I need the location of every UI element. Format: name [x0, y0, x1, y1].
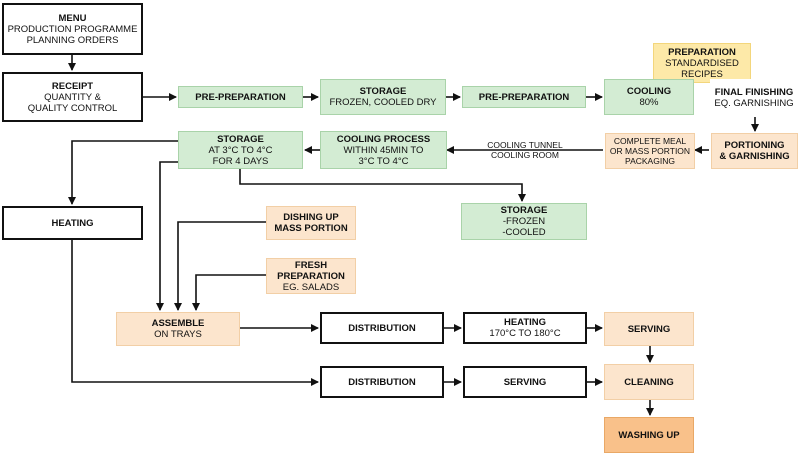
- node-preparation-line2: RECIPES: [681, 68, 723, 80]
- node-preparation: PREPARATION STANDARDISED RECIPES: [653, 43, 751, 83]
- edge-storage-assemble: [156, 161, 178, 311]
- node-final-finishing: FINAL FINISHING EQ. GARNISHING: [710, 79, 798, 117]
- node-fresh-prep-line2: EG. SALADS: [282, 281, 340, 293]
- node-pre-preparation-1: PRE-PREPARATION: [178, 86, 303, 108]
- node-portioning-title: PORTIONING: [724, 140, 785, 151]
- node-portioning: PORTIONING & GARNISHING: [711, 133, 798, 169]
- node-portioning-line1: & GARNISHING: [719, 151, 790, 162]
- node-storage-days-line2: FOR 4 DAYS: [212, 155, 269, 167]
- node-menu-line2: PLANNING ORDERS: [26, 34, 119, 46]
- node-cleaning: CLEANING: [604, 364, 694, 400]
- node-cooling-process-line1: WITHIN 45MIN TO: [343, 144, 424, 156]
- node-storage-frozen: STORAGE FROZEN, COOLED DRY: [320, 79, 446, 115]
- node-complete-meal: COMPLETE MEAL OR MASS PORTION PACKAGING: [605, 133, 695, 169]
- node-serving-2: SERVING: [463, 366, 587, 398]
- node-distribution-2-title: DISTRIBUTION: [348, 376, 416, 388]
- edge-storage-storagefc: [239, 168, 526, 202]
- node-storage-days: STORAGE AT 3°C TO 4°C FOR 4 DAYS: [178, 131, 303, 169]
- node-complete-meal-line2: OR MASS PORTION: [609, 146, 691, 156]
- node-fresh-prep: FRESH PREPARATION EG. SALADS: [266, 258, 356, 294]
- node-fresh-prep-line1: PREPARATION: [277, 270, 345, 282]
- node-complete-meal-line1: COMPLETE MEAL: [613, 136, 687, 146]
- node-assemble: ASSEMBLE ON TRAYS: [116, 312, 240, 346]
- node-serving-2-title: SERVING: [503, 376, 547, 388]
- node-heating-temp: HEATING 170°C TO 180°C: [463, 312, 587, 344]
- edge-dishing-assemble: [174, 221, 266, 311]
- node-preparation-line1: STANDARDISED: [665, 57, 739, 69]
- node-cooling-line1: 80%: [639, 97, 659, 108]
- node-preparation-title: PREPARATION: [668, 46, 736, 58]
- node-receipt-title: RECEIPT: [51, 80, 94, 92]
- node-assemble-line1: ON TRAYS: [154, 329, 202, 340]
- node-complete-meal-line3: PACKAGING: [625, 156, 675, 166]
- node-dishing-up-title: DISHING UP: [283, 212, 339, 223]
- node-heating-left: HEATING: [2, 206, 143, 240]
- node-dishing-up: DISHING UP MASS PORTION: [266, 206, 356, 240]
- node-menu: MENU PRODUCTION PROGRAMME PLANNING ORDER…: [2, 3, 143, 55]
- edge-label-line1: COOLING TUNNEL: [487, 140, 563, 150]
- node-storage-frozen-line1: FROZEN, COOLED DRY: [329, 97, 437, 108]
- node-washing-up: WASHING UP: [604, 417, 694, 453]
- node-distribution-2: DISTRIBUTION: [320, 366, 444, 398]
- edge-storage-heating: [68, 140, 178, 205]
- node-cooling: COOLING 80%: [604, 79, 694, 115]
- node-serving-1: SERVING: [604, 312, 694, 346]
- node-pre-preparation-1-title: PRE-PREPARATION: [195, 91, 286, 103]
- node-storage-days-title: STORAGE: [217, 133, 264, 145]
- node-final-finishing-line1: EQ. GARNISHING: [714, 98, 794, 109]
- node-washing-up-title: WASHING UP: [618, 429, 680, 441]
- node-serving-1-title: SERVING: [627, 323, 671, 335]
- edge-fresh-assemble: [192, 274, 266, 311]
- node-menu-line1: PRODUCTION PROGRAMME: [7, 23, 138, 35]
- node-cooling-title: COOLING: [626, 86, 672, 97]
- node-receipt-line2: QUALITY CONTROL: [27, 102, 118, 114]
- edge-heating-distribution2: [71, 240, 319, 386]
- node-heating-temp-title: HEATING: [503, 317, 547, 328]
- node-receipt: RECEIPT QUANTITY & QUALITY CONTROL: [2, 72, 143, 122]
- node-final-finishing-title: FINAL FINISHING: [714, 87, 794, 98]
- node-menu-title: MENU: [58, 12, 87, 24]
- node-heating-left-title: HEATING: [51, 217, 94, 229]
- node-cleaning-title: CLEANING: [624, 376, 674, 388]
- node-storage-fc: STORAGE -FROZEN -COOLED: [461, 203, 587, 240]
- node-heating-temp-line1: 170°C TO 180°C: [489, 328, 561, 339]
- node-storage-fc-title: STORAGE: [500, 205, 548, 216]
- node-receipt-line1: QUANTITY &: [44, 91, 101, 103]
- node-pre-preparation-2: PRE-PREPARATION: [462, 86, 586, 108]
- edge-label-line2: COOLING ROOM: [490, 150, 559, 160]
- node-distribution-1: DISTRIBUTION: [320, 312, 444, 344]
- node-storage-fc-line1: -FROZEN: [502, 216, 546, 227]
- node-pre-preparation-2-title: PRE-PREPARATION: [478, 91, 570, 103]
- node-cooling-process: COOLING PROCESS WITHIN 45MIN TO 3°C TO 4…: [320, 131, 447, 169]
- node-fresh-prep-title: FRESH: [294, 259, 328, 271]
- node-assemble-title: ASSEMBLE: [151, 318, 205, 329]
- node-storage-frozen-title: STORAGE: [359, 86, 407, 97]
- node-distribution-1-title: DISTRIBUTION: [348, 322, 416, 334]
- node-cooling-process-title: COOLING PROCESS: [336, 133, 431, 145]
- node-storage-fc-line2: -COOLED: [502, 227, 546, 238]
- edge-label-cooling-tunnel: COOLING TUNNEL COOLING ROOM: [475, 140, 575, 160]
- node-storage-days-line1: AT 3°C TO 4°C: [208, 144, 273, 156]
- node-cooling-process-line2: 3°C TO 4°C: [358, 155, 409, 167]
- node-dishing-up-line1: MASS PORTION: [274, 223, 348, 234]
